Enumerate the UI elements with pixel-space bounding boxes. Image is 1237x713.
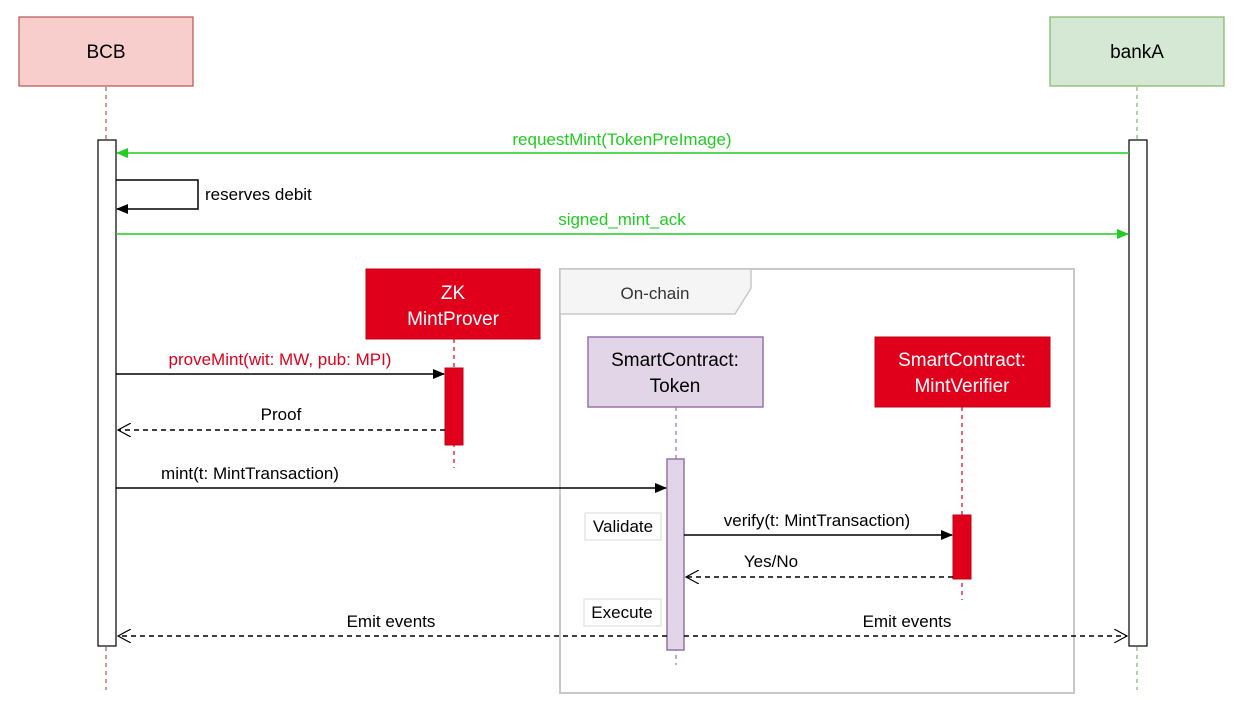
- prove-mint-label: proveMint(wit: MW, pub: MPI): [169, 350, 392, 369]
- emit-events-left-message: Emit events: [118, 612, 667, 636]
- execute-note-label: Execute: [591, 603, 652, 622]
- banka-participant-label: bankA: [1110, 42, 1164, 63]
- validate-note-box: [584, 512, 662, 541]
- mint-label: mint(t: MintTransaction): [161, 464, 339, 483]
- proof-label: Proof: [261, 405, 302, 424]
- execute-note: Execute: [583, 598, 662, 627]
- banka-activation-bar: [1128, 139, 1148, 647]
- reserves-debit-label: reserves debit: [205, 185, 312, 204]
- on-chain-frame-tab: [559, 268, 752, 315]
- mintverifier-participant-box: [874, 336, 1051, 408]
- verify-message: verify(t: MintTransaction): [684, 511, 953, 540]
- request-mint-label: requestMint(TokenPreImage): [512, 130, 731, 149]
- mintverifier-label-line1: SmartContract:: [898, 350, 1026, 371]
- zk-mintprover-box: [365, 268, 541, 340]
- zk-mintprover-label-line1: ZK: [441, 283, 466, 304]
- mintverifier-label-line2: MintVerifier: [914, 376, 1010, 397]
- zk-mintprover-label-line2: MintProver: [407, 309, 500, 330]
- mint-message: mint(t: MintTransaction): [116, 464, 667, 493]
- bcb-participant-box: [18, 16, 194, 87]
- yes-no-return-message: Yes/No: [686, 552, 953, 577]
- on-chain-frame-label: On-chain: [621, 284, 690, 303]
- validate-note: Validate: [584, 512, 662, 541]
- execute-note-box: [583, 598, 662, 627]
- reserves-debit-message: reserves debit: [116, 179, 312, 214]
- emit-events-right-label: Emit events: [863, 612, 952, 631]
- signed-mint-ack-label: signed_mint_ack: [558, 210, 686, 229]
- emit-events-right-message: Emit events: [684, 612, 1127, 636]
- token-participant: SmartContract: Token: [587, 336, 764, 408]
- on-chain-frame: On-chain: [559, 268, 1075, 694]
- mintverifier-participant: SmartContract: MintVerifier: [874, 336, 1051, 408]
- token-participant-box: [587, 336, 764, 408]
- mintverifier-activation-bar: [952, 514, 972, 580]
- bcb-participant-label: BCB: [86, 42, 125, 63]
- validate-note-label: Validate: [593, 517, 653, 536]
- verify-label: verify(t: MintTransaction): [724, 511, 910, 530]
- token-label-line1: SmartContract:: [611, 350, 739, 371]
- emit-events-left-label: Emit events: [347, 612, 436, 631]
- bcb-participant: BCB: [18, 16, 194, 87]
- banka-participant: bankA: [1049, 16, 1225, 87]
- proof-return-message: Proof: [118, 405, 445, 430]
- request-mint-message: requestMint(TokenPreImage): [116, 130, 1129, 158]
- bcb-activation-bar: [97, 139, 117, 647]
- reserves-debit-arrow: [116, 179, 199, 214]
- zk-mintprover-participant: ZK MintProver: [365, 268, 541, 340]
- yes-no-label: Yes/No: [744, 552, 798, 571]
- zk-mintprover-activation-bar: [444, 367, 464, 446]
- token-label-line2: Token: [650, 376, 701, 397]
- prove-mint-message: proveMint(wit: MW, pub: MPI): [116, 350, 445, 379]
- banka-participant-box: [1049, 16, 1225, 87]
- on-chain-frame-border: [559, 268, 1075, 694]
- token-activation-bar: [666, 458, 685, 651]
- signed-mint-ack-message: signed_mint_ack: [116, 210, 1129, 239]
